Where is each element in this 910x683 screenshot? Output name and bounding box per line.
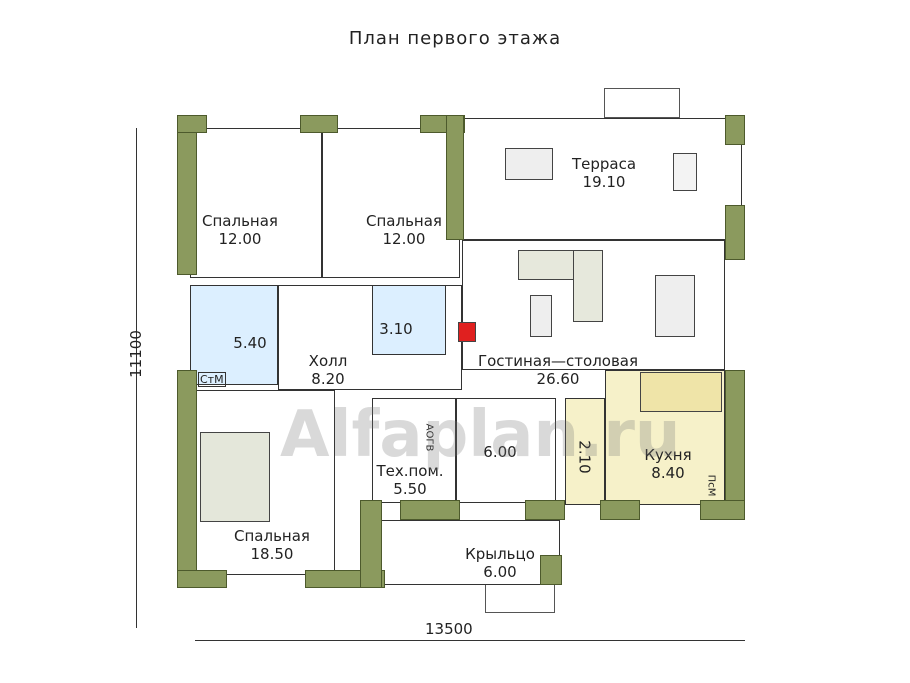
label-closet: 6.00 <box>483 443 517 461</box>
wall <box>400 500 460 520</box>
width-dimension-label: 13500 <box>425 620 473 638</box>
room-bedroom-2 <box>322 128 460 278</box>
wall <box>525 500 565 520</box>
width-dimension-line <box>195 640 745 641</box>
boiler-marker <box>458 322 476 342</box>
watermark: Alfaplan.ru <box>280 398 681 472</box>
dining-table <box>655 275 695 337</box>
wall <box>540 555 562 585</box>
wall <box>360 500 382 588</box>
plan-title: План первого этажа <box>348 28 562 49</box>
wall <box>725 115 745 145</box>
label-dishwasher: ПсМ <box>705 474 717 497</box>
wall <box>725 370 745 520</box>
wall <box>177 570 227 588</box>
wall <box>700 500 745 520</box>
label-washer: СтМ <box>198 372 226 387</box>
height-dimension-label: 11100 <box>126 330 145 378</box>
wall <box>177 370 197 585</box>
room-pantry <box>565 398 605 505</box>
room-wc <box>372 285 446 355</box>
terrace-table <box>505 148 553 180</box>
double-bed <box>200 432 270 522</box>
height-dimension-line <box>136 128 137 628</box>
terrace-bench <box>673 153 697 191</box>
room-bathroom <box>190 285 278 385</box>
terrace-steps <box>604 88 680 118</box>
sofa <box>573 250 603 322</box>
wall <box>446 115 464 240</box>
room-porch <box>380 520 560 585</box>
porch-steps <box>485 583 555 613</box>
room-bedroom-1 <box>190 128 322 278</box>
room-tech <box>372 398 456 503</box>
label-bathroom: 5.40 <box>233 334 267 352</box>
room-closet <box>456 398 556 503</box>
label-tech: Тех.пом.5.50 <box>376 462 444 498</box>
wall <box>177 115 207 133</box>
coffee-table <box>530 295 552 337</box>
wall <box>300 115 338 133</box>
kitchen-counter <box>640 372 722 412</box>
wall <box>177 115 197 275</box>
wall <box>725 205 745 260</box>
wall <box>600 500 640 520</box>
label-wc: 3.10 <box>379 320 413 338</box>
